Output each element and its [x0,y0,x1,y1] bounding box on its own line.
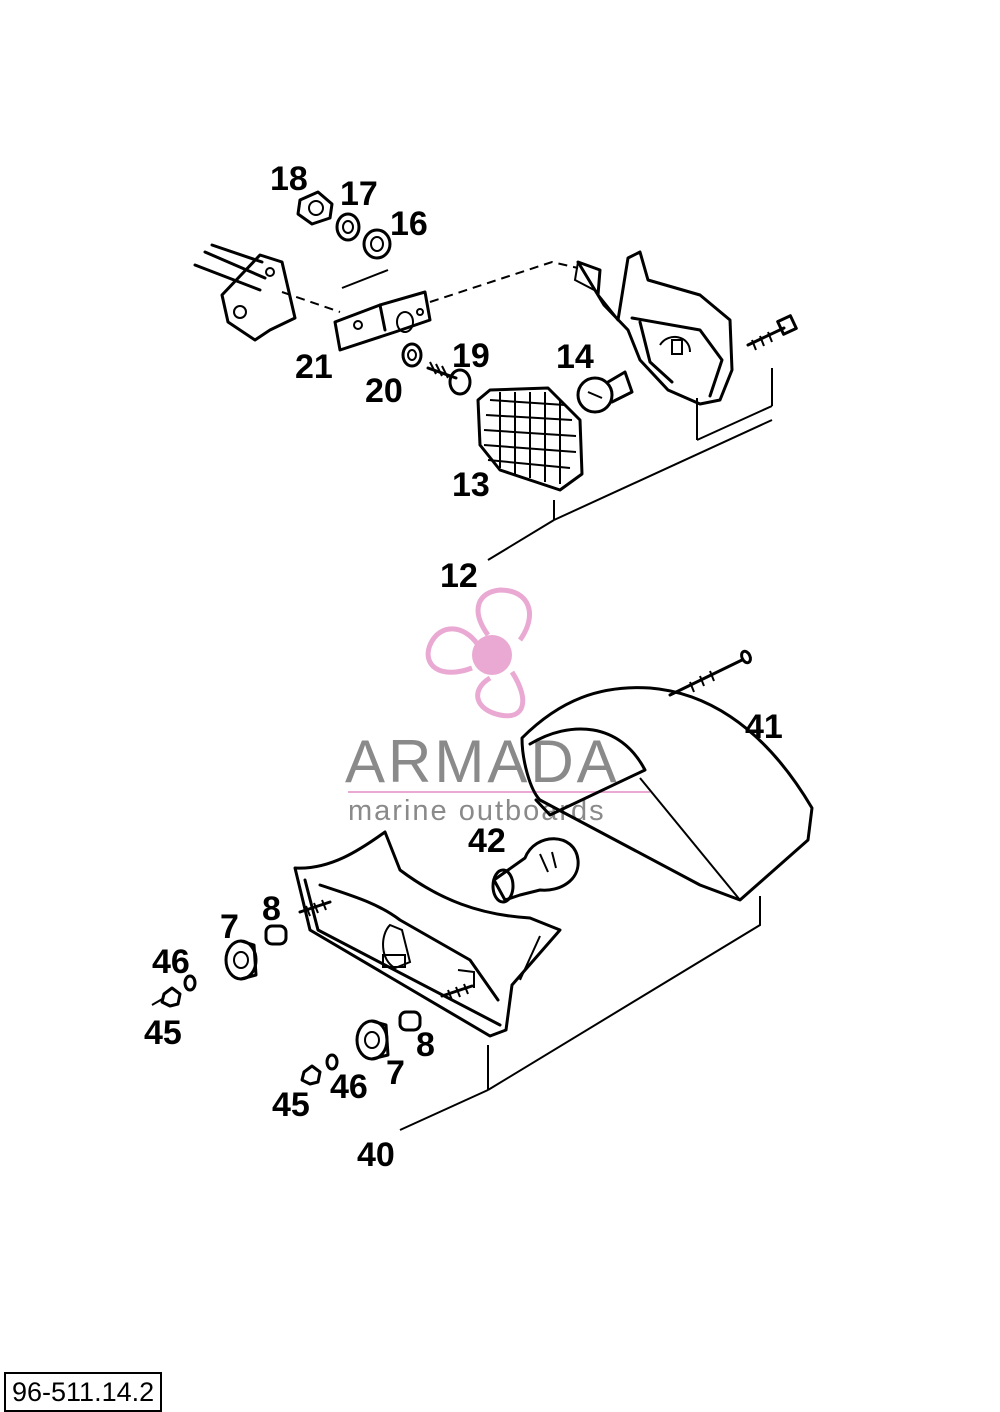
grommet-7-lower [355,1019,390,1061]
callout-42: 42 [468,822,506,860]
indicator-lens-13 [476,386,584,492]
spacer-8-lower [398,1010,422,1032]
indicator-axis-line [429,260,579,303]
watermark-logo: ARMADA marine outboards [345,587,650,827]
callout-46-lower: 46 [330,1068,368,1106]
diagram-reference-code: 96-511.14.2 [4,1372,163,1412]
nut-45-lower [300,1064,322,1086]
frame-mount-bracket [193,243,297,342]
grommet-7-upper [224,939,258,981]
callout-21: 21 [295,348,333,386]
lock-washer-17 [335,212,361,242]
washer-axis-line [341,269,389,289]
callout-40: 40 [357,1136,395,1174]
callout-12: 12 [440,557,478,595]
washer-46-lower [325,1053,339,1071]
tail-light-group-leaders [399,896,761,1131]
nut-18 [296,190,334,226]
tail-light-housing [293,830,562,1038]
indicator-housing [573,250,734,406]
bolt-19 [426,361,472,396]
callout-19: 19 [452,337,490,375]
callout-16: 16 [390,205,428,243]
callout-45-upper: 45 [144,1014,182,1052]
housing-stud-lower [440,983,474,1001]
tail-lens-screw [668,649,752,697]
callout-14: 14 [556,338,594,376]
callout-7-lower: 7 [386,1054,405,1092]
housing-screw [746,314,798,351]
nut-45-upper [151,986,182,1008]
callout-41: 41 [745,708,783,746]
propeller-icon [425,587,532,719]
propeller-hub [472,635,512,675]
callout-45-lower: 45 [272,1086,310,1124]
callout-17: 17 [340,175,378,213]
callout-8-lower: 8 [416,1026,435,1064]
watermark-brand: ARMADA [345,728,620,795]
washer-16 [362,228,392,260]
callout-20: 20 [365,372,403,410]
callout-8-upper: 8 [262,890,281,928]
callout-18: 18 [270,160,308,198]
tail-lens-41 [520,686,814,902]
indicator-group-leaders [487,368,773,561]
bulb-14 [576,370,634,414]
tail-bulb-42 [491,837,580,904]
washer-20 [401,342,423,368]
mount-axis-line [281,291,341,313]
bracket-plate-21 [333,290,432,352]
housing-stud-upper [298,899,332,917]
callout-7-upper: 7 [220,908,239,946]
callout-13: 13 [452,466,490,504]
washer-46-upper [183,974,197,992]
spacer-8-upper [264,924,288,946]
callout-46-upper: 46 [152,943,190,981]
